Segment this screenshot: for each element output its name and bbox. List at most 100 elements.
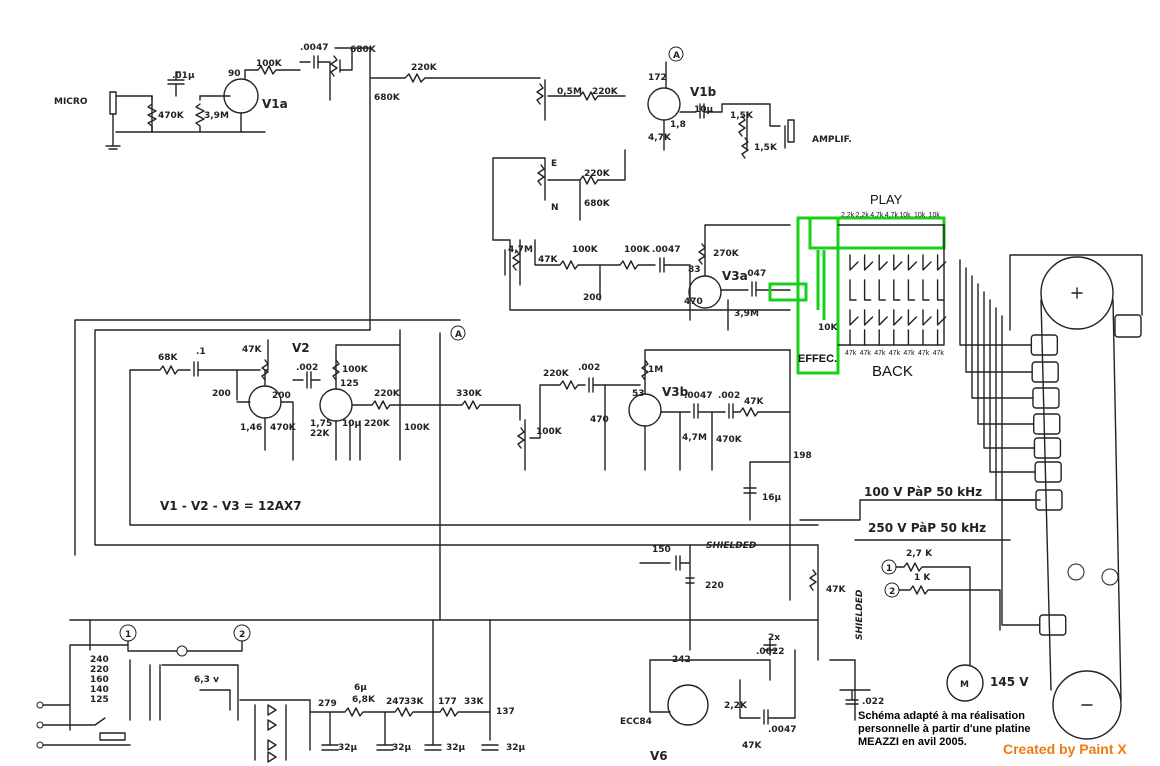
- svg-text:220K: 220K: [543, 369, 570, 379]
- back-value: 47k: [933, 350, 945, 357]
- svg-text:16µ: 16µ: [762, 493, 782, 503]
- play-label: PLAY: [870, 192, 903, 207]
- svg-text:470K: 470K: [270, 423, 297, 433]
- tape-head: [1033, 413, 1061, 435]
- svg-text:137: 137: [496, 707, 515, 717]
- output-stage: A 172 1,8 4,7K 10µ 1,5K 1,5K V1b AMPLIF.: [647, 46, 852, 159]
- svg-text:177: 177: [438, 697, 457, 707]
- svg-text:4,7M: 4,7M: [508, 245, 533, 255]
- svg-text:125: 125: [340, 379, 359, 389]
- head-wire: [959, 259, 1033, 346]
- amplif-jack: [787, 119, 795, 143]
- svg-text:0,5M: 0,5M: [557, 87, 582, 97]
- back-value: 47k: [860, 350, 872, 357]
- input-stage: MICRO .01µ 470K 3,9M 100K 90 V1a: [54, 59, 301, 150]
- svg-text:1,46: 1,46: [240, 423, 262, 433]
- play-value: 4,7k: [885, 212, 899, 219]
- back-value: 47k: [903, 350, 915, 357]
- svg-text:47K: 47K: [742, 741, 763, 751]
- svg-text:6,3 v: 6,3 v: [194, 675, 219, 685]
- svg-text:198: 198: [793, 451, 812, 461]
- svg-text:M: M: [960, 680, 969, 690]
- svg-text:.0047: .0047: [684, 391, 712, 401]
- svg-text:1,5K: 1,5K: [754, 143, 778, 153]
- back-label: BACK: [872, 363, 913, 380]
- svg-text:53: 53: [632, 389, 645, 399]
- svg-text:1 K: 1 K: [914, 573, 931, 583]
- switch-contact: [849, 254, 859, 346]
- svg-text:172: 172: [648, 73, 667, 83]
- svg-text:150: 150: [652, 545, 671, 555]
- head-wire: [965, 267, 1033, 373]
- svg-text:220K: 220K: [411, 63, 438, 73]
- svg-text:100K: 100K: [624, 245, 651, 255]
- svg-text:V1b: V1b: [690, 85, 717, 99]
- credit-label: Created by Paint X: [1003, 741, 1127, 757]
- svg-text:270K: 270K: [713, 249, 740, 259]
- amplif-label: AMPLIF.: [812, 135, 852, 145]
- svg-text:68K: 68K: [158, 353, 179, 363]
- svg-text:242: 242: [672, 655, 691, 665]
- svg-text:90: 90: [228, 69, 241, 79]
- svg-text:.002: .002: [296, 363, 318, 373]
- svg-text:1M: 1M: [648, 365, 663, 375]
- svg-text:10µ: 10µ: [694, 105, 714, 115]
- tape-head: [1032, 387, 1060, 409]
- tape-head: [1034, 461, 1062, 483]
- svg-text:32µ: 32µ: [446, 743, 466, 753]
- tape-head: [1030, 334, 1059, 356]
- tape-heads: [959, 259, 1067, 636]
- svg-text:33K: 33K: [404, 697, 425, 707]
- osc-250v-label: 250 V PàP 50 kHz: [868, 521, 986, 535]
- svg-text:2,7 K: 2,7 K: [906, 549, 933, 559]
- svg-text:2x: 2x: [768, 633, 780, 643]
- svg-text:1,8: 1,8: [670, 120, 686, 130]
- svg-text:6,8K: 6,8K: [352, 695, 376, 705]
- osc-100v-label: 100 V PàP 50 kHz: [864, 485, 982, 499]
- svg-text:100K: 100K: [572, 245, 599, 255]
- play-value: 4,7k: [870, 212, 884, 219]
- svg-text:33K: 33K: [464, 697, 485, 707]
- play-value: 10k: [914, 212, 926, 219]
- svg-text:47K: 47K: [744, 397, 765, 407]
- author-note: Schéma adapté à ma réalisation personnel…: [858, 710, 1031, 748]
- svg-text:32µ: 32µ: [392, 743, 412, 753]
- svg-text:2: 2: [889, 587, 895, 597]
- tube-type-note: V1 - V2 - V3 = 12AX7: [160, 499, 302, 513]
- tape-head: [1039, 614, 1067, 636]
- switch-contact: [907, 254, 918, 346]
- svg-text:V1a: V1a: [262, 97, 288, 111]
- switch-contact: [922, 254, 932, 346]
- svg-text:160: 160: [90, 675, 109, 685]
- oscillator-stage: 150 220 SHIELDED 47K 2x .0022 242 2,2K 4…: [620, 485, 1041, 763]
- tape-transport: [959, 254, 1143, 740]
- play-value: 10k: [929, 212, 941, 219]
- svg-text:470K: 470K: [158, 111, 185, 121]
- svg-text:A: A: [455, 330, 462, 340]
- svg-text:E: E: [551, 159, 557, 169]
- svg-text:ECC84: ECC84: [620, 717, 652, 727]
- svg-text:N: N: [551, 203, 559, 213]
- svg-text:V6: V6: [650, 749, 668, 763]
- svg-text:3,9M: 3,9M: [734, 309, 759, 319]
- svg-text:220K: 220K: [364, 419, 391, 429]
- svg-text:100K: 100K: [342, 365, 369, 375]
- switch-contact: [863, 254, 874, 346]
- svg-text:240: 240: [90, 655, 109, 665]
- svg-text:.0047: .0047: [652, 245, 680, 255]
- svg-text:.002: .002: [578, 363, 600, 373]
- svg-text:470: 470: [590, 415, 609, 425]
- head-wire: [1001, 315, 1041, 626]
- head-wire: [983, 291, 1036, 449]
- test-point-a-top: [668, 46, 684, 62]
- back-value: 47k: [874, 350, 886, 357]
- micro-jack: [109, 91, 117, 115]
- head-wire: [995, 307, 1037, 501]
- svg-text:2: 2: [239, 630, 245, 640]
- svg-text:.01µ: .01µ: [172, 71, 195, 81]
- head-wire: [989, 299, 1036, 473]
- svg-text:220K: 220K: [584, 169, 611, 179]
- svg-text:47K: 47K: [242, 345, 263, 355]
